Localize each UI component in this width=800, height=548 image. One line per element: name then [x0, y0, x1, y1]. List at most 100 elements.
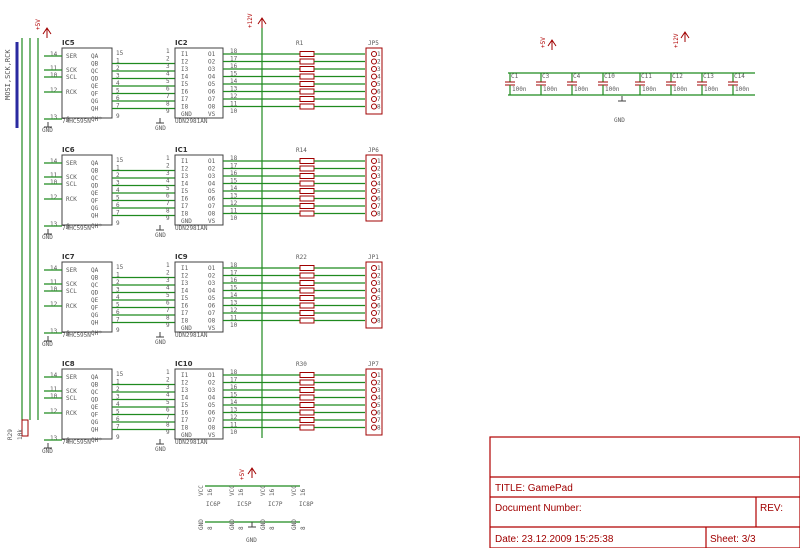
shift-pin-qa: QA [91, 53, 99, 60]
shift-pin-number: 2 [116, 386, 120, 393]
driver-pin-number: 9 [166, 215, 170, 222]
driver-pin-i1: I1 [181, 265, 189, 272]
shift-pin-qf: QF [91, 91, 99, 98]
shift-pin-number: 7 [116, 103, 120, 110]
driver-pin-o7: O7 [208, 417, 216, 424]
gnd-label: GND [42, 341, 53, 348]
driver-part: UDN2981AN [175, 225, 208, 232]
driver-pin-number: 11 [230, 422, 238, 429]
shift-pin-qb: QB [91, 382, 99, 389]
power-pin-number: 8 [300, 526, 307, 530]
header-pin-number: 7 [377, 96, 381, 103]
shift-pin-qd: QD [91, 183, 99, 190]
driver-pin-number: 6 [166, 86, 170, 93]
shift-pin-number: 12 [50, 408, 58, 415]
header-name: JP5 [368, 40, 379, 47]
cap-name: C12 [672, 73, 683, 80]
shift-pin-qh: QH [91, 427, 99, 434]
header-pin-number: 5 [377, 81, 381, 88]
driver-name: IC10 [175, 360, 193, 368]
driver-pin-number: 14 [230, 399, 238, 406]
shift-pin-qf: QF [91, 412, 99, 419]
header-pin [371, 73, 377, 80]
header-pin [371, 409, 377, 416]
driver-pin-o5: O5 [208, 295, 216, 302]
driver-pin-i5: I5 [181, 81, 189, 88]
header-pin [371, 424, 377, 431]
resistor-name: R30 [296, 361, 307, 368]
shift-pin-number: 2 [116, 65, 120, 72]
driver-pin-number: 8 [166, 208, 170, 215]
driver-pin-number: 18 [230, 262, 238, 269]
shift-pin-qh*: QH* [91, 116, 102, 123]
header-pin-number: 1 [377, 265, 381, 272]
driver-pin-i2: I2 [181, 166, 189, 173]
driver-pin-o6: O6 [208, 410, 216, 417]
shift-pin-scl: SCL [66, 395, 77, 402]
driver-pin-o4: O4 [208, 74, 216, 81]
cap-name: C3 [542, 73, 550, 80]
resistor-element [299, 310, 315, 316]
header-pin-number: 6 [377, 303, 381, 310]
driver-pin-number: 18 [230, 369, 238, 376]
pullup-value: 10k [17, 429, 24, 440]
gnd-label: GND [42, 234, 53, 241]
shift-pin-number: 5 [116, 195, 120, 202]
header-pin-number: 6 [377, 196, 381, 203]
resistor-name: R1 [296, 40, 304, 47]
shift-pin-number: 14 [50, 372, 58, 379]
shift-pin-number: 2 [116, 172, 120, 179]
shift-pin-number: 11 [50, 386, 58, 393]
driver-pin-number: 2 [166, 56, 170, 63]
shift-pin-number: 6 [116, 202, 120, 209]
driver-pin-number: 13 [230, 193, 238, 200]
driver-pin-i7: I7 [181, 310, 189, 317]
driver-pin-number: 15 [230, 178, 238, 185]
header-name: JP7 [368, 361, 379, 368]
header-pin-number: 4 [377, 74, 381, 81]
header-pin [371, 287, 377, 294]
driver-pin-number: 12 [230, 93, 238, 100]
header-body [365, 47, 383, 115]
resistor-element [299, 302, 315, 309]
shift-pin-number: 13 [50, 114, 58, 121]
driver-pin-o3: O3 [208, 173, 216, 180]
cap-name: C13 [703, 73, 714, 80]
driver-pin-o3: O3 [208, 66, 216, 73]
header-pin-number: 1 [377, 158, 381, 165]
driver-pin-o4: O4 [208, 181, 216, 188]
driver-pin-o7: O7 [208, 203, 216, 210]
resistor-element [299, 402, 315, 408]
driver-pin-number: 2 [166, 270, 170, 277]
shift-pin-qe: QE [91, 297, 99, 304]
driver-pin-i1: I1 [181, 158, 189, 165]
header-pin-number: 6 [377, 89, 381, 96]
driver-pin-number: 6 [166, 193, 170, 200]
driver-pin-number: 3 [166, 384, 170, 391]
driver-pin-o1: O1 [208, 51, 216, 58]
header-pin [371, 158, 377, 164]
driver-pin-i2: I2 [181, 380, 189, 387]
driver-pin-o2: O2 [208, 166, 216, 173]
power-part-name: IC7P [268, 501, 283, 508]
driver-pin-number: 8 [166, 422, 170, 429]
shift-pin-number: 14 [50, 265, 58, 272]
driver-pin-i6: I6 [181, 196, 189, 203]
resistor-element [299, 165, 315, 172]
supply-label: +5V [239, 469, 246, 480]
driver-pin-number: 3 [166, 277, 170, 284]
shift-pin-number: 7 [116, 424, 120, 431]
decoupling-caps: +5V+12VC1100nC3100nC4100nC10100nC11100nC… [505, 31, 755, 124]
shift-pin-number: 11 [50, 279, 58, 286]
driver-pin-o2: O2 [208, 380, 216, 387]
shift-pin-rck: RCK [66, 89, 77, 96]
driver-pin-i3: I3 [181, 66, 189, 73]
shift-register-body [61, 154, 113, 226]
driver-pin-number: 17 [230, 163, 238, 170]
header-pin [371, 310, 377, 316]
shift-pin-qf: QF [91, 198, 99, 205]
resistor-element [299, 394, 315, 401]
